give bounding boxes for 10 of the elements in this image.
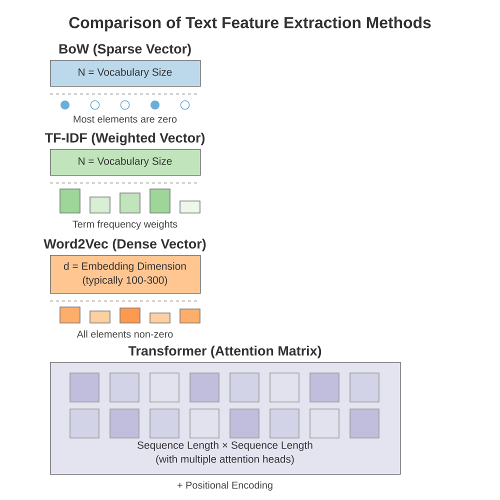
caption: Most elements are zero [74, 115, 177, 123]
caption: All elements non-zero [76, 330, 173, 338]
method-box: d = Embedding Dimension (typically 100-300) [50, 255, 201, 294]
section-heading: TF-IDF (Weighted Vector) [44, 132, 205, 146]
section-heading: Transformer (Attention Matrix) [128, 346, 322, 358]
title: Comparison of Text Feature Extraction Methods [69, 16, 431, 32]
method-box: N = Vocabulary Size [50, 149, 201, 176]
method-box: N = Vocabulary Size [50, 60, 201, 87]
section-heading: Word2Vec (Dense Vector) [44, 238, 206, 252]
section-heading: BoW (Sparse Vector) [59, 44, 191, 56]
